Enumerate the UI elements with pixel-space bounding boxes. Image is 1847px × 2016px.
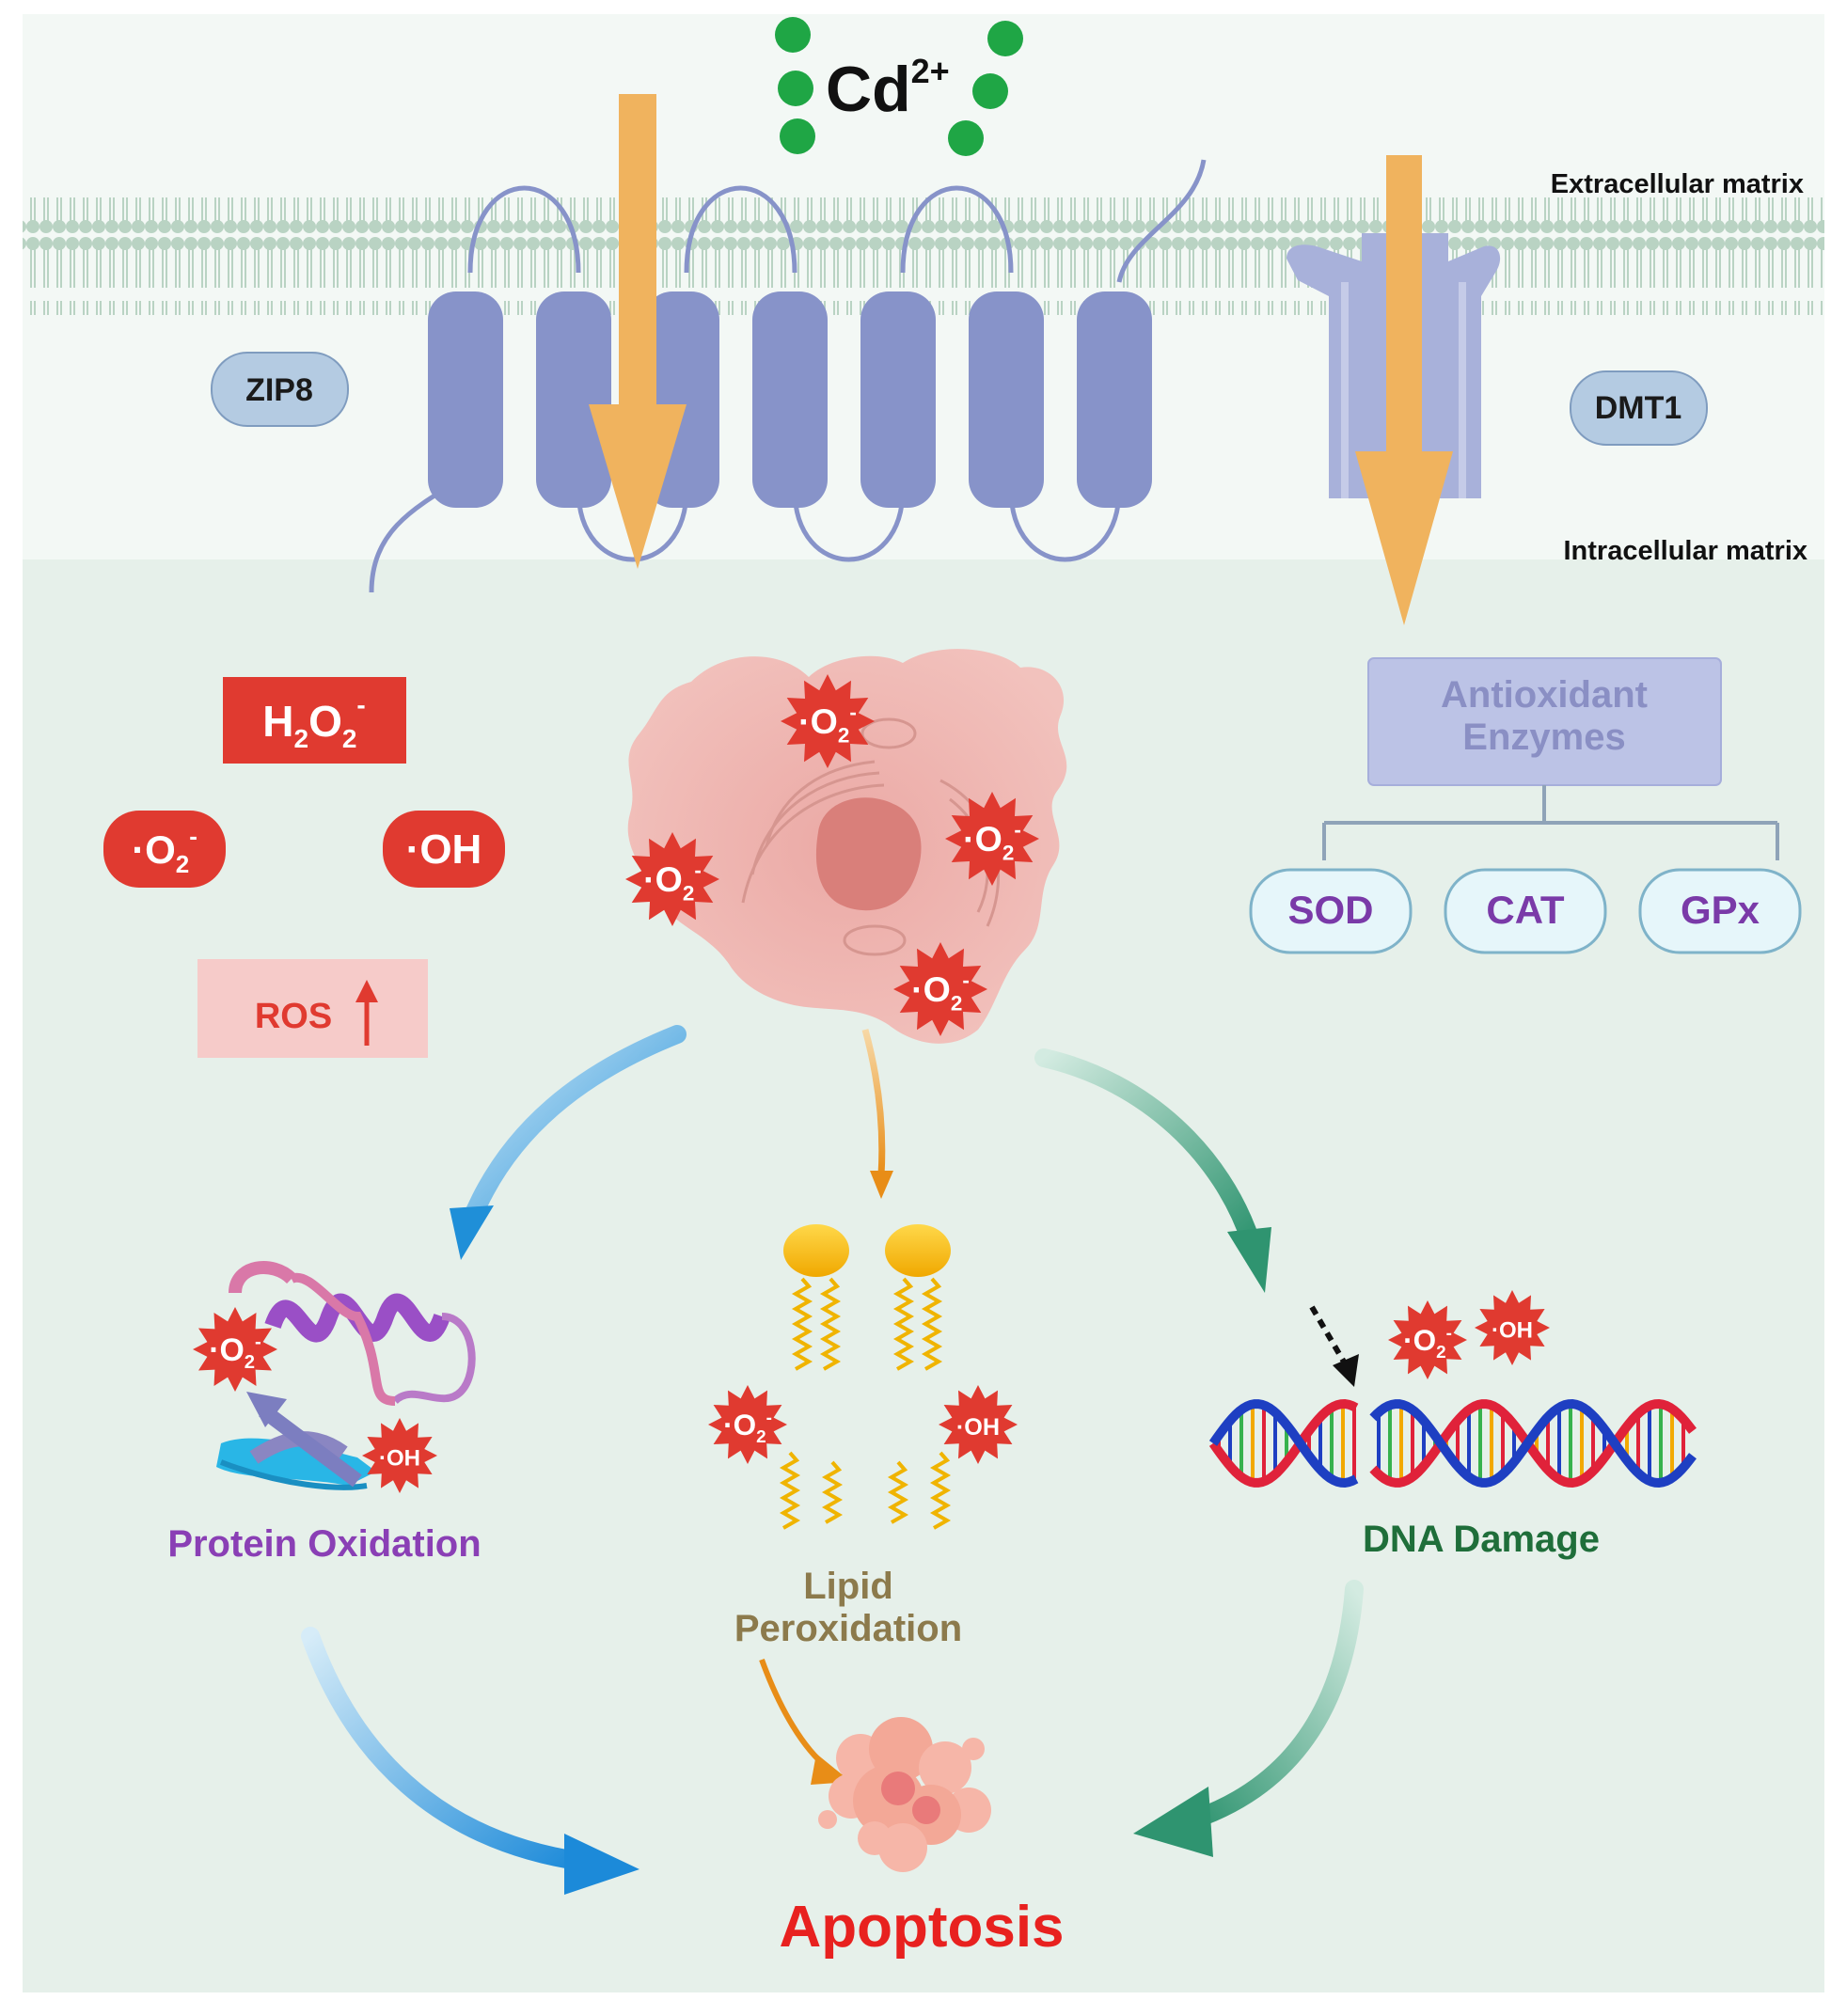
dmt1-label: DMT1 [1595,390,1682,426]
damaged-cell [627,649,1067,1044]
extracellular-label: Extracellular matrix [1551,169,1804,199]
enzyme-tree-lines [1322,785,1779,860]
svg-text:·O2-: ·O2- [643,858,702,905]
lipid-peroxidation-line1: Lipid [803,1566,893,1607]
svg-text:·O2-: ·O2- [723,1408,772,1447]
lipid-tail [779,1451,801,1530]
arrow-cell-to-dna [1034,1048,1271,1293]
apoptotic-cell [818,1717,991,1872]
antioxidant-enzymes-box: Antioxidant Enzymes [1367,657,1722,786]
enzyme-gpx: GPx [1638,868,1802,954]
cell-membrane [23,197,1824,315]
svg-text:·O2-: ·O2- [209,1331,261,1373]
superoxide-radical-icon: ·O2- [625,832,719,926]
intracellular-label: Intracellular matrix [1564,536,1808,566]
cd-particle [987,21,1023,56]
superoxide-badge: ·O2- [103,811,226,888]
superoxide-radical-icon: ·O2- [1388,1300,1467,1379]
cat-label: CAT [1486,888,1565,932]
ros-increase-badge: ROS [197,959,428,1058]
svg-text:·OH: ·OH [379,1446,420,1472]
svg-text:·O2-: ·O2- [963,818,1021,864]
lipid-illustration [779,1224,952,1530]
superoxide-radical-icon: ·O2- [193,1307,277,1392]
enzymes-title-line2: Enzymes [1462,717,1625,758]
lipid-tail [887,1460,909,1524]
superoxide-radical-icon: ·O2- [708,1385,787,1464]
zip8-label: ZIP8 [245,372,313,408]
svg-text:·OH: ·OH [956,1414,1000,1441]
dmt1-cd-import-arrow [1355,155,1453,625]
cd-particle [972,73,1008,109]
lipid-tail [929,1451,952,1530]
protein-illustration [216,1261,476,1490]
dna-damage-label: DNA Damage [1363,1519,1600,1560]
lipid-tail [921,1277,943,1371]
hydroxyl-radical-icon: ·OH [362,1418,437,1493]
cd-particle [948,120,984,156]
cell-radicals: ·O2- ·O2- ·O2- ·O2- [625,674,1039,1036]
lipid-tail [821,1460,844,1524]
hydroxyl-radical-icon: ·OH [939,1385,1018,1464]
zip8-badge: ZIP8 [211,352,349,427]
enzyme-sod: SOD [1249,868,1413,954]
zip8-helices [428,291,1152,508]
superoxide-label: ·O2- [132,822,197,878]
svg-text:·O2-: ·O2- [1403,1323,1452,1362]
gpx-label: GPx [1681,888,1760,932]
arrow-protein-to-apoptosis [301,1627,639,1895]
cd-particle [778,71,813,106]
h2o2-label: H2O2- [262,690,366,753]
cd-particle [775,17,811,53]
ros-label: ROS [255,997,332,1036]
hydroxyl-badge: ·OH [383,811,505,888]
svg-text:·O2-: ·O2- [798,701,857,747]
dmt1-badge: DMT1 [1570,370,1708,446]
svg-text:·O2-: ·O2- [911,969,970,1015]
hydroxyl-radical-icon: ·OH [1475,1290,1550,1365]
superoxide-radical-icon: ·O2- [893,942,987,1036]
protein-oxidation-label: Protein Oxidation [167,1523,481,1565]
cd-ion-label: Cd2+ [826,52,950,125]
zip8-cd-import-arrow [589,94,687,569]
arrow-cell-to-lipid [861,1029,893,1199]
h2o2-badge: H2O2- [223,677,406,764]
lipid-tail [892,1277,915,1371]
hydroxyl-label: ·OH [406,827,482,873]
superoxide-radical-icon: ·O2- [945,792,1039,886]
sod-label: SOD [1287,888,1373,932]
cd-particle [780,118,815,154]
superoxide-radical-icon: ·O2- [781,674,875,768]
enzymes-title-line1: Antioxidant [1441,674,1648,716]
enzyme-cat: CAT [1444,868,1607,954]
protein-radicals: ·O2- ·OH [193,1307,437,1493]
lipid-peroxidation-line2: Peroxidation [734,1608,962,1649]
dna-break-arrow [1309,1305,1359,1387]
apoptosis-label: Apoptosis [779,1895,1064,1960]
lipid-radicals: ·O2- ·OH [708,1385,1018,1464]
arrow-cell-to-protein [450,1025,687,1260]
lipid-tail [819,1277,842,1371]
lipid-tail [791,1277,813,1371]
dna-illustration [1208,1305,1697,1488]
up-arrow-icon [355,980,378,1046]
svg-text:·OH: ·OH [1492,1318,1533,1344]
dna-radicals: ·O2- ·OH [1388,1290,1550,1379]
cadmium-ion: Cd2+ [775,17,1023,156]
arrow-dna-to-apoptosis [1133,1580,1364,1857]
